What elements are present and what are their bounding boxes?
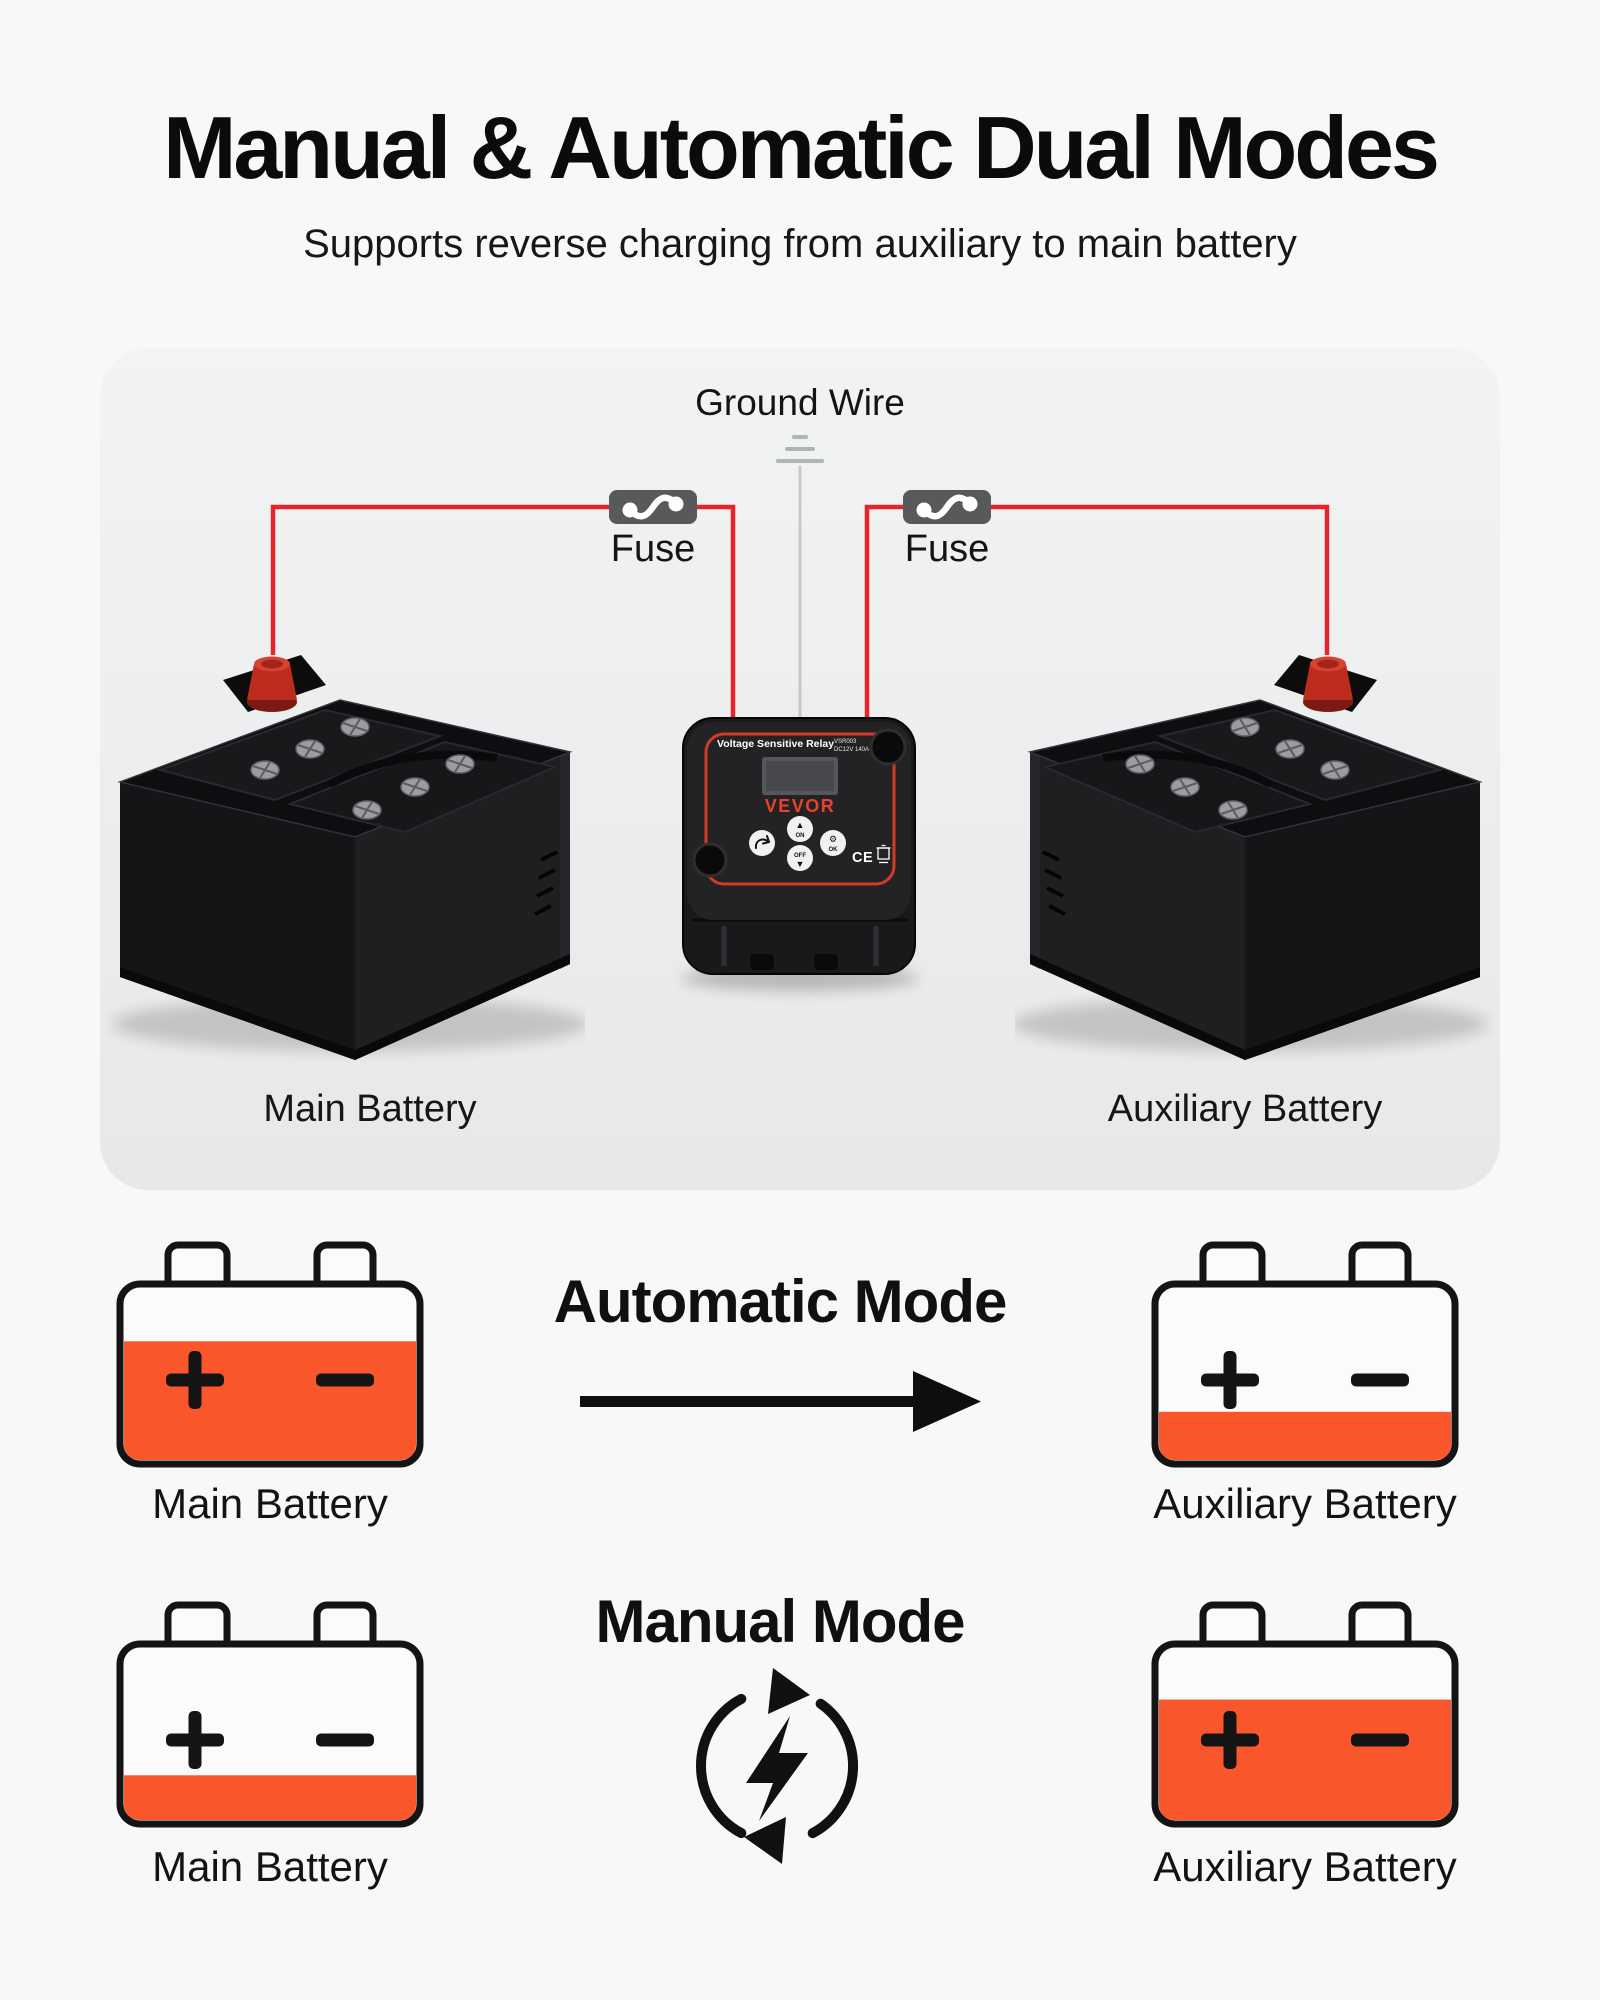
diagram-auxiliary-battery-label: Auxiliary Battery <box>1107 1088 1383 1130</box>
relay-title: Voltage Sensitive Relay <box>717 738 834 750</box>
fuse-label-left: Fuse <box>610 528 696 570</box>
page-title: Manual & Automatic Dual Modes <box>163 98 1440 197</box>
auxiliary-battery-photo <box>1015 452 1495 1064</box>
page-subtitle: Supports reverse charging from auxiliary… <box>303 222 1297 266</box>
ce-mark: CE <box>852 850 873 866</box>
aux-battery-wire <box>864 504 1330 722</box>
diagram-main-battery-label: Main Battery <box>263 1088 477 1130</box>
battery-icon-auto-main <box>115 1240 425 1470</box>
back-button[interactable] <box>749 830 775 856</box>
ground-symbol-icon <box>776 435 824 463</box>
back-arrow-icon <box>754 835 770 849</box>
relay-model: VSR003 <box>834 739 857 745</box>
mounting-hole <box>692 842 728 878</box>
gear-icon: ⚙ <box>829 834 837 844</box>
battery-icon-manual-aux <box>1150 1600 1460 1830</box>
main-battery-photo <box>105 452 585 1064</box>
ground-wire-label: Ground Wire <box>695 382 905 423</box>
auto-auxiliary-battery-label: Auxiliary Battery <box>1153 1480 1457 1527</box>
ok-button[interactable]: ⚙ OK <box>820 830 846 856</box>
fuse-label-right: Fuse <box>904 528 990 570</box>
arrow-down-icon: ▼ <box>796 859 805 869</box>
automatic-mode-title: Automatic Mode <box>553 1268 1008 1335</box>
svg-text:ON: ON <box>796 833 805 839</box>
relay-red-trim <box>704 732 896 886</box>
auto-main-battery-label: Main Battery <box>152 1480 388 1527</box>
fuse-icon <box>903 490 991 524</box>
arrow-right-icon <box>580 1371 981 1432</box>
off-button[interactable]: OFF ▼ <box>787 845 813 871</box>
fuse-icon <box>609 490 697 524</box>
manual-auxiliary-battery-label: Auxiliary Battery <box>1153 1843 1457 1890</box>
relay-spec: DC12V 140A <box>834 747 869 753</box>
case-ridges <box>721 926 879 966</box>
voltage-sensitive-relay-device: Voltage Sensitive Relay VSR003 DC12V 140… <box>682 717 918 991</box>
svg-text:OFF: OFF <box>794 853 806 859</box>
lightning-bolt-icon <box>746 1716 808 1821</box>
sync-bolt-icon <box>696 1668 859 1864</box>
brand-logo: VEVOR <box>765 796 836 816</box>
manual-mode-title: Manual Mode <box>595 1588 965 1655</box>
main-battery-wire <box>270 504 736 722</box>
arrow-up-icon: ▲ <box>796 820 805 830</box>
on-button[interactable]: ▲ ON <box>787 816 813 842</box>
weee-icon <box>876 844 891 864</box>
battery-icon-auto-aux <box>1150 1240 1460 1470</box>
wiring-layer <box>270 435 1330 725</box>
manual-main-battery-label: Main Battery <box>152 1843 388 1890</box>
svg-text:OK: OK <box>829 847 839 853</box>
mounting-hole <box>869 728 907 766</box>
battery-icon-manual-main <box>115 1600 425 1830</box>
